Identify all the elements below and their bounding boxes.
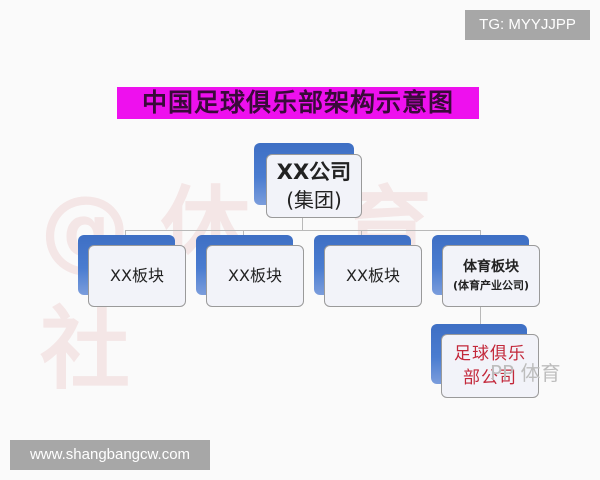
division-box: XX板块 [324, 245, 422, 307]
division-label: XX板块 [228, 266, 282, 285]
root-node-box: XX公司 (集团) [266, 154, 362, 218]
division-box: XX板块 [206, 245, 304, 307]
connector-horizontal [125, 230, 481, 231]
leaf-label-line2: 部公司 [463, 368, 517, 388]
leaf-label-line1: 足球俱乐 [454, 344, 526, 364]
url-watermark: www.shangbangcw.com [10, 440, 210, 470]
pp-sports-watermark: PP 体育 [490, 361, 561, 385]
division-node-2: XX板块 [196, 235, 304, 307]
connector-div3 [361, 230, 362, 238]
football-club-node: 足球俱乐 部公司 [431, 324, 539, 398]
connector-root-down [302, 216, 303, 230]
division-box: 体育板块 (体育产业公司) [442, 245, 540, 307]
division-label: XX板块 [346, 266, 400, 285]
division-label: 体育板块 [463, 259, 519, 275]
division-node-1: XX板块 [78, 235, 186, 307]
leaf-box: 足球俱乐 部公司 [441, 334, 539, 398]
division-node-sports: 体育板块 (体育产业公司) [432, 235, 540, 307]
division-node-3: XX板块 [314, 235, 422, 307]
connector-div1 [125, 230, 126, 238]
telegram-watermark: TG: MYYJJPP [465, 10, 590, 40]
root-sublabel: (集团) [286, 188, 342, 212]
connector-div4 [480, 230, 481, 238]
connector-div2 [243, 230, 244, 238]
division-label: XX板块 [110, 266, 164, 285]
diagram-title: 中国足球俱乐部架构示意图 [117, 87, 479, 119]
division-sublabel: (体育产业公司) [452, 279, 530, 292]
root-label: XX公司 [276, 160, 352, 184]
connector-leaf [480, 304, 481, 326]
root-node: XX公司 (集团) [254, 143, 362, 218]
division-box: XX板块 [88, 245, 186, 307]
